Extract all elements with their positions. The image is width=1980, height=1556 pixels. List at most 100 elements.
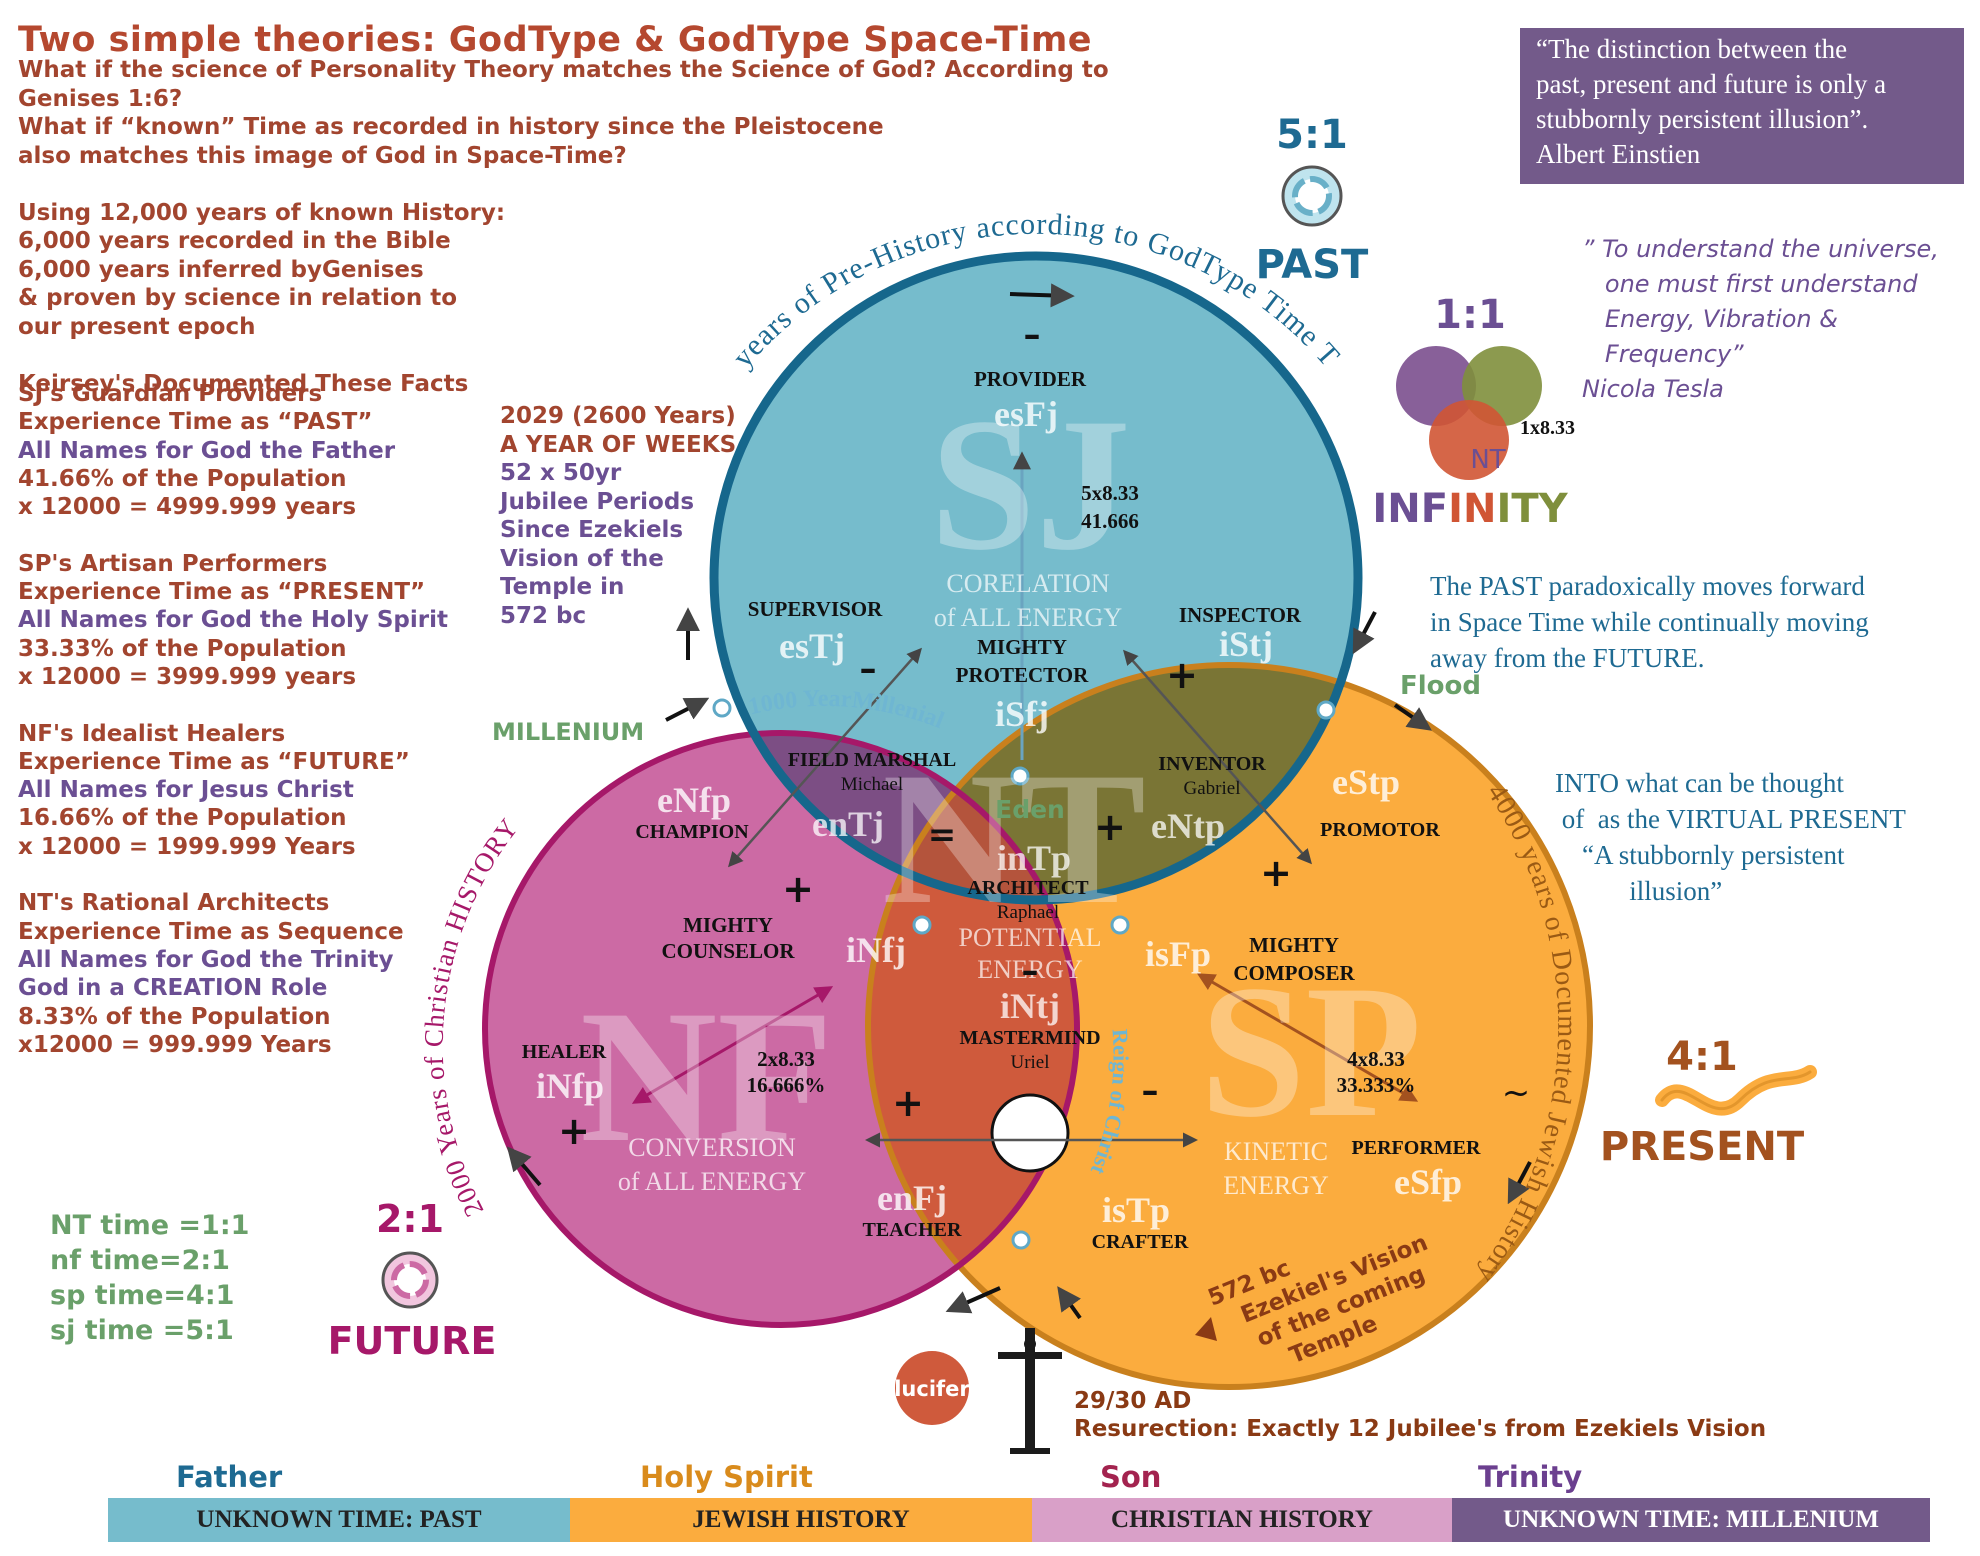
mastermind-label: MASTERMIND xyxy=(959,1027,1100,1049)
composer-label-2: COMPOSER xyxy=(1233,961,1355,985)
sign-plus-healer: + xyxy=(558,1109,590,1153)
performer-code: eSfp xyxy=(1394,1162,1462,1202)
inventor-label: INVENTOR xyxy=(1158,753,1266,775)
supervisor-code: esTj xyxy=(779,626,845,666)
sign-plus-inspector: + xyxy=(1166,653,1198,697)
nf-energy-2: of ALL ENERGY xyxy=(618,1167,806,1196)
intro-line xyxy=(18,170,1268,199)
counselor-code: iNfj xyxy=(846,930,906,970)
sj-mult-1: 5x8.33 xyxy=(1081,481,1139,505)
legend-label-father: Father xyxy=(176,1460,283,1494)
architect-name: Raphael xyxy=(997,902,1059,923)
timeline-segment-jewish: JEWISH HISTORY xyxy=(570,1498,1032,1542)
time-ratios: NT time =1:1 nf time=2:1 sp time=4:1 sj … xyxy=(50,1208,249,1348)
fact-line: Experience Time as “FUTURE” xyxy=(18,748,410,775)
einstein-line: past, present and future is only a xyxy=(1536,69,1887,99)
lucifer-badge xyxy=(895,1351,969,1425)
nt-big-label: NT xyxy=(882,734,1146,944)
fact-line: NF's Idealist Healers xyxy=(18,720,286,747)
sign-minus-crafter: – xyxy=(1142,1071,1159,1111)
intro-line: 6,000 years inferred byGenises xyxy=(18,256,424,283)
year-block-line: Vision of the xyxy=(500,545,664,572)
past-label: PAST xyxy=(1256,242,1369,288)
sj-sp-overlap xyxy=(868,665,1358,900)
fact-line: x 12000 = 3999.999 years xyxy=(18,663,357,690)
fact-line: 33.33% of the Population xyxy=(18,635,347,662)
paradox-line: away from the FUTURE. xyxy=(1430,643,1705,673)
legend-label-holy-spirit: Holy Spirit xyxy=(640,1460,813,1494)
intro-line: Genises 1:6? xyxy=(18,85,183,112)
infinity-label: INFINITY xyxy=(1372,486,1568,532)
tesla-line: Nicola Tesla xyxy=(1582,375,1724,403)
paradox-note: The PAST paradoxically moves forward in … xyxy=(1430,568,1970,676)
ezekiel-arrow xyxy=(1195,1317,1217,1341)
virtual-present-note: INTO what can be thought of as the VIRTU… xyxy=(1555,765,1975,909)
paradox-line: The PAST paradoxically moves forward xyxy=(1430,571,1865,601)
sp-mult-1: 4x8.33 xyxy=(1347,1047,1405,1071)
protector-code: iSfj xyxy=(995,694,1049,734)
promotor-label: PROMOTOR xyxy=(1320,819,1440,841)
provider-label: PROVIDER xyxy=(974,367,1087,391)
sign-plus-inventor: + xyxy=(1094,805,1126,849)
bottom-timeline-bar: UNKNOWN TIME: PAST JEWISH HISTORY CHRIST… xyxy=(108,1498,1930,1542)
counselor-label-2: COUNSELOR xyxy=(661,939,795,963)
inventor-name: Gabriel xyxy=(1184,778,1241,799)
year-block-line: A YEAR OF WEEKS xyxy=(500,431,737,458)
ratio-line: sp time=4:1 xyxy=(50,1280,235,1311)
intro-line: 6,000 years recorded in the Bible xyxy=(18,228,451,254)
fact-line: 8.33% of the Population xyxy=(18,1003,331,1030)
provider-code: esFj xyxy=(994,394,1058,434)
nt-energy-2: ENERGY xyxy=(977,955,1083,984)
sp-energy-1: KINETIC xyxy=(1224,1137,1328,1166)
sj-mult-2: 41.666 xyxy=(1081,509,1139,533)
nf-energy-1: CONVERSION xyxy=(628,1133,796,1162)
fact-line xyxy=(18,691,538,719)
sign-minus-provider: – xyxy=(1024,315,1041,355)
present-ratio: 4:1 xyxy=(1666,1034,1738,1080)
teacher-label: TEACHER xyxy=(863,1219,962,1241)
fieldmarshal-code: enTj xyxy=(812,804,884,844)
sign-plus-teacher: + xyxy=(892,1081,924,1125)
fact-line xyxy=(18,521,538,549)
tesla-line: one must first understand xyxy=(1582,270,1918,298)
lucifer-label: lucifer xyxy=(894,1377,970,1401)
timeline-segment-christian: CHRISTIAN HISTORY xyxy=(1032,1498,1452,1542)
ratio-line: sj time =5:1 xyxy=(50,1315,234,1346)
fact-line: All Names for God the Holy Spirit xyxy=(18,607,448,634)
fact-line: Experience Time as Sequence xyxy=(18,918,404,945)
virtual-line: of as the VIRTUAL PRESENT xyxy=(1555,804,1906,834)
intro-line: What if “known” Time as recorded in hist… xyxy=(18,114,884,140)
mastermind-name: Uriel xyxy=(1010,1052,1049,1073)
ratio-line: nf time=2:1 xyxy=(50,1245,230,1276)
intro-line: & proven by science in relation to xyxy=(18,285,457,311)
page-title: Two simple theories: GodType & GodType S… xyxy=(18,20,1093,60)
timeline-segment-millenium: UNKNOWN TIME: MILLENIUM xyxy=(1452,1498,1930,1542)
virtual-line: INTO what can be thought xyxy=(1555,768,1844,798)
fieldmarshal-name: Michael xyxy=(841,774,903,795)
tesla-line: Frequency” xyxy=(1582,340,1744,368)
champion-label: CHAMPION xyxy=(635,821,749,843)
inventor-code: eNtp xyxy=(1151,806,1225,846)
fact-line: All Names for God the Trinity xyxy=(18,946,394,973)
intro-line: Keirsey's Documented These Facts xyxy=(18,370,469,397)
center-hole xyxy=(990,1093,1070,1173)
year-block-line: 2029 (2600 Years) xyxy=(500,403,736,429)
fact-line: x12000 = 999.999 Years xyxy=(18,1031,332,1058)
fact-line: 41.66% of the Population xyxy=(18,465,347,492)
architect-label: ARCHITECT xyxy=(967,877,1089,899)
past-ratio: 5:1 xyxy=(1276,112,1348,158)
bottom-legend-labels: Father Holy Spirit Son Trinity xyxy=(0,1460,1980,1496)
trinity-knot-icon xyxy=(1396,346,1542,480)
performer-label: PERFORMER xyxy=(1352,1137,1481,1159)
teacher-code: enFj xyxy=(877,1178,947,1218)
intro-line: our present epoch xyxy=(18,313,256,340)
fact-line: Experience Time as “PRESENT” xyxy=(18,579,426,606)
infinity-nt: NT xyxy=(1470,445,1505,475)
nt-energy-1: POTENTIAL xyxy=(959,923,1102,952)
einstein-quote: “The distinction between the past, prese… xyxy=(1520,28,1964,184)
intro-text: What if the science of Personality Theor… xyxy=(18,56,1268,398)
past-cycle-icon xyxy=(1281,165,1343,227)
healer-label: HEALER xyxy=(522,1041,607,1063)
fact-line: All Names for God the Father xyxy=(18,437,396,464)
